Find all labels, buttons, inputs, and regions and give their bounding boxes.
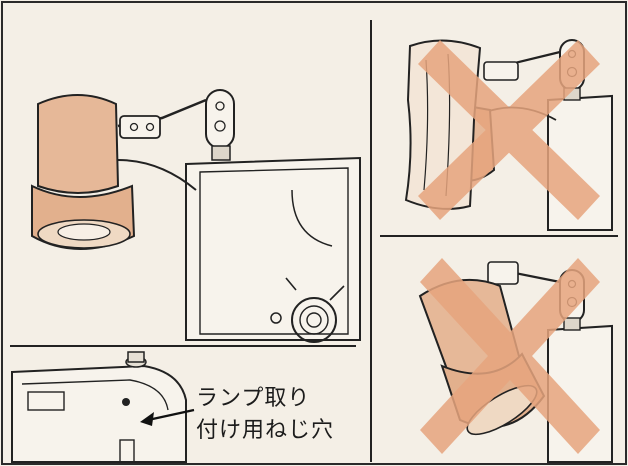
screw-hole	[122, 398, 130, 406]
panel-tilted-wrong	[420, 258, 612, 462]
lamp	[32, 95, 134, 249]
caption-line-2: 付け用ねじ穴	[196, 420, 334, 442]
caption-line-1: ランプ取り	[196, 388, 310, 410]
panel-screw-hole	[12, 352, 194, 462]
panel-cloth-wrong	[406, 40, 612, 230]
mounting-knob	[206, 90, 234, 160]
panel-correct-mounting	[32, 90, 360, 342]
